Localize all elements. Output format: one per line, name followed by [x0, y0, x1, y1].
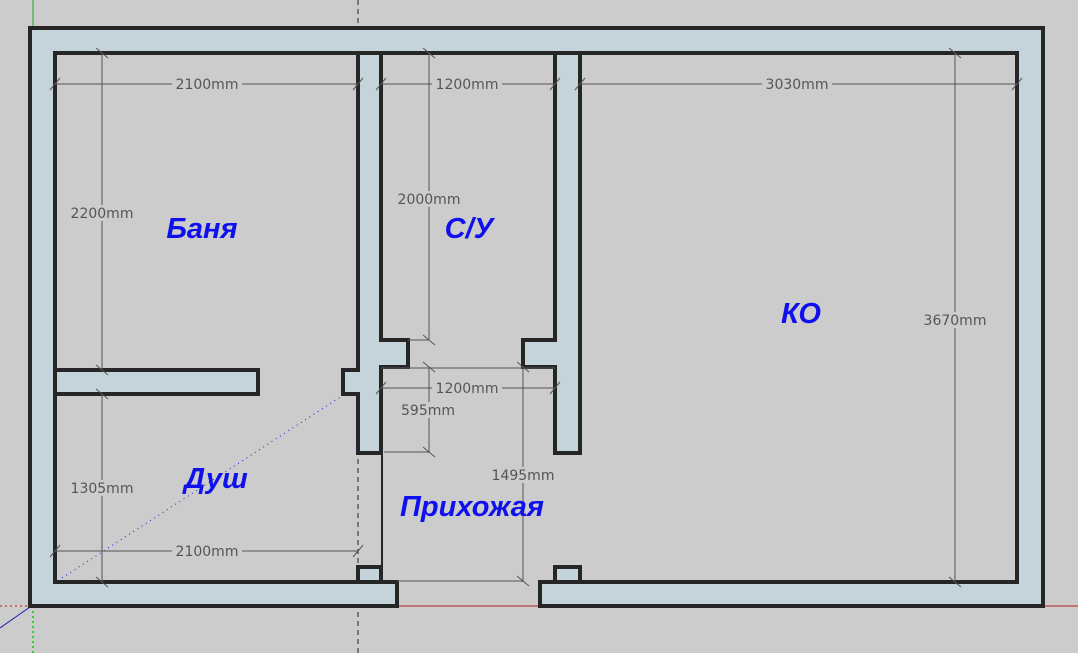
dim-banya-width: 2100mm — [176, 77, 239, 93]
outer-wall[interactable] — [28, 26, 1045, 608]
partition-wall-shower[interactable] — [53, 368, 260, 396]
room-label-prihozhaya: Прихожая — [400, 491, 544, 523]
partition-wall-left[interactable] — [341, 51, 410, 455]
dim-ko-width: 3030mm — [766, 77, 829, 93]
room-label-banya: Баня — [166, 213, 237, 245]
room-label-su: С/У — [445, 213, 496, 245]
dim-su-width: 1200mm — [436, 77, 499, 93]
door-jamb-left[interactable] — [356, 565, 383, 584]
dimension-labels: 2100mm 1200mm 3030mm 2200mm 2000mm 3670m… — [68, 76, 989, 560]
blue-axis — [0, 606, 31, 629]
partition-wall-right[interactable] — [521, 51, 582, 455]
door-jamb-right[interactable] — [553, 565, 582, 584]
dim-dush-height: 1305mm — [71, 481, 134, 497]
dim-banya-height: 2200mm — [71, 206, 134, 222]
dimension-ticks — [49, 47, 1023, 588]
dim-ko-height: 3670mm — [924, 313, 987, 329]
dim-hall-width: 1200mm — [436, 381, 499, 397]
room-label-ko: КО — [781, 298, 821, 330]
dim-su-height: 2000mm — [398, 192, 461, 208]
dim-dush-width: 2100mm — [176, 544, 239, 560]
dim-hall-gap: 595mm — [401, 403, 455, 419]
room-label-dush: Душ — [181, 463, 248, 495]
dim-hall-height: 1495mm — [492, 468, 555, 484]
